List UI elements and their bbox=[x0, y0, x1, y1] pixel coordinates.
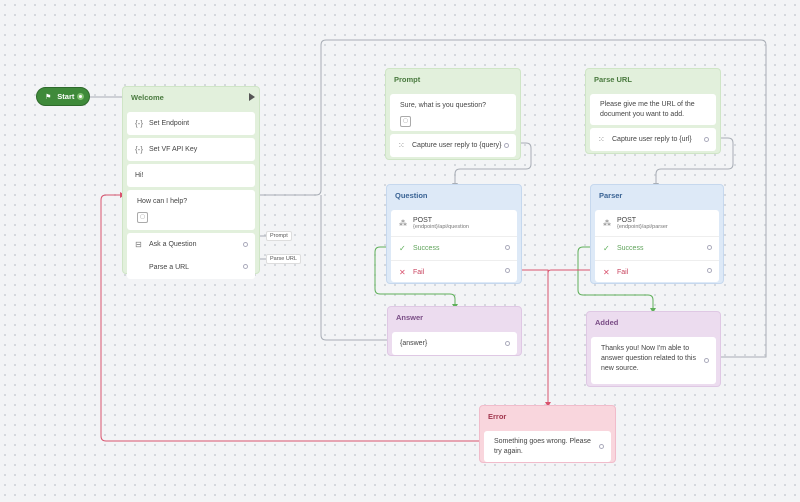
parse-url-text-step[interactable]: Please give me the URL of the document y… bbox=[590, 94, 716, 125]
x-icon: ✕ bbox=[399, 268, 406, 277]
api-method: POST bbox=[413, 216, 433, 224]
check-icon: ✓ bbox=[603, 244, 610, 253]
choice-port[interactable] bbox=[243, 264, 248, 269]
added-block[interactable]: Added Thanks you! Now I'm able to answer… bbox=[586, 311, 721, 387]
step-text: Sure, what is you question? bbox=[400, 102, 486, 109]
choice-port[interactable] bbox=[243, 242, 248, 247]
choice-icon: ⊟ bbox=[135, 240, 142, 249]
fail-label: Fail bbox=[413, 269, 425, 276]
parse-url-block[interactable]: Parse URL Please give me the URL of the … bbox=[585, 68, 721, 154]
flag-icon: ⚑ bbox=[45, 93, 52, 101]
question-step[interactable]: How can I help? ▢ bbox=[127, 190, 255, 230]
prompt-text-step[interactable]: Sure, what is you question? ▢ bbox=[390, 94, 516, 131]
capture-port[interactable] bbox=[704, 136, 709, 142]
fail-port[interactable] bbox=[707, 268, 712, 273]
block-title: Error bbox=[488, 412, 507, 421]
step-text: Please give me the URL of the document y… bbox=[600, 101, 695, 118]
step-text: {answer} bbox=[400, 340, 428, 347]
step-text: How can I help? bbox=[137, 198, 188, 205]
choice-label: Ask a Question bbox=[149, 241, 197, 248]
api-method: POST bbox=[617, 216, 637, 224]
step-text: Something goes wrong. Please try again. bbox=[494, 438, 591, 455]
api-icon: ⁂ bbox=[603, 218, 611, 228]
api-icon: ⁂ bbox=[399, 218, 407, 228]
start-label: Start bbox=[57, 92, 75, 101]
capture-step[interactable]: ⁙ Capture user reply to {query} bbox=[390, 134, 516, 157]
success-label: Success bbox=[617, 245, 644, 252]
step-label: Set Endpoint bbox=[149, 120, 190, 127]
capture-icon: ▢ bbox=[137, 212, 148, 223]
start-node[interactable]: ⚑ Start bbox=[36, 87, 90, 106]
capture-port[interactable] bbox=[504, 142, 509, 148]
block-title: Welcome bbox=[131, 93, 164, 102]
success-port[interactable] bbox=[505, 245, 510, 250]
api-step[interactable]: ⁂ POST{endpoint}/api/question ✓ Success ✕… bbox=[391, 210, 517, 282]
block-title: Answer bbox=[396, 313, 424, 322]
code-braces-icon: {-} bbox=[135, 145, 144, 154]
play-icon[interactable] bbox=[249, 93, 255, 101]
success-label: Success bbox=[413, 245, 440, 252]
step-label: Capture user reply to {url} bbox=[612, 136, 692, 143]
step-text: Hi! bbox=[135, 172, 144, 179]
greeting-step[interactable]: Hi! bbox=[127, 164, 255, 187]
fail-label: Fail bbox=[617, 269, 629, 276]
go-to-parse-url-tag[interactable]: Parse URL bbox=[266, 254, 301, 264]
choice-step[interactable]: ⊟ Ask a Question Parse a URL bbox=[127, 233, 255, 279]
x-icon: ✕ bbox=[603, 268, 610, 277]
parser-block[interactable]: Parser ⁂ POST{endpoint}/api/parser ✓ Succ… bbox=[590, 184, 724, 284]
answer-text-step[interactable]: {answer} bbox=[392, 332, 517, 355]
success-port[interactable] bbox=[707, 245, 712, 250]
added-port[interactable] bbox=[704, 357, 709, 363]
start-port[interactable] bbox=[77, 93, 84, 100]
capture-icon: ⁙ bbox=[598, 135, 605, 144]
capture-icon: ⁙ bbox=[398, 141, 405, 150]
api-endpoint: {endpoint}/api/question bbox=[413, 223, 469, 230]
error-port[interactable] bbox=[599, 443, 604, 449]
answer-block[interactable]: Answer {answer} bbox=[387, 306, 522, 356]
code-braces-icon: {-} bbox=[135, 119, 144, 128]
block-title: Parser bbox=[599, 191, 623, 200]
added-text-step[interactable]: Thanks you! Now I'm able to answer quest… bbox=[591, 337, 716, 384]
step-label: Capture user reply to {query} bbox=[412, 142, 502, 149]
block-title: Added bbox=[595, 318, 619, 327]
block-title: Parse URL bbox=[594, 75, 632, 84]
set-endpoint-step[interactable]: {-} Set Endpoint bbox=[127, 112, 255, 135]
set-api-key-step[interactable]: {-} Set VF API Key bbox=[127, 138, 255, 161]
question-block[interactable]: Question ⁂ POST{endpoint}/api/question ✓… bbox=[386, 184, 522, 284]
block-title: Prompt bbox=[394, 75, 421, 84]
error-text-step[interactable]: Something goes wrong. Please try again. bbox=[484, 431, 611, 462]
check-icon: ✓ bbox=[399, 244, 406, 253]
error-block[interactable]: Error Something goes wrong. Please try a… bbox=[479, 405, 616, 463]
capture-icon: ▢ bbox=[400, 116, 411, 127]
capture-step[interactable]: ⁙ Capture user reply to {url} bbox=[590, 128, 716, 151]
block-title: Question bbox=[395, 191, 428, 200]
answer-port[interactable] bbox=[505, 340, 510, 346]
choice-label: Parse a URL bbox=[149, 264, 190, 271]
step-label: Set VF API Key bbox=[149, 146, 198, 153]
welcome-block[interactable]: Welcome {-} Set Endpoint {-} Set VF API Ke… bbox=[122, 86, 260, 279]
prompt-block[interactable]: Prompt Sure, what is you question? ▢ ⁙ Ca… bbox=[385, 68, 521, 160]
api-endpoint: {endpoint}/api/parser bbox=[617, 223, 668, 230]
go-to-prompt-tag[interactable]: Prompt bbox=[266, 231, 292, 241]
api-step[interactable]: ⁂ POST{endpoint}/api/parser ✓ Success ✕ Fa… bbox=[595, 210, 719, 282]
fail-port[interactable] bbox=[505, 268, 510, 273]
step-text: Thanks you! Now I'm able to answer quest… bbox=[601, 345, 696, 372]
